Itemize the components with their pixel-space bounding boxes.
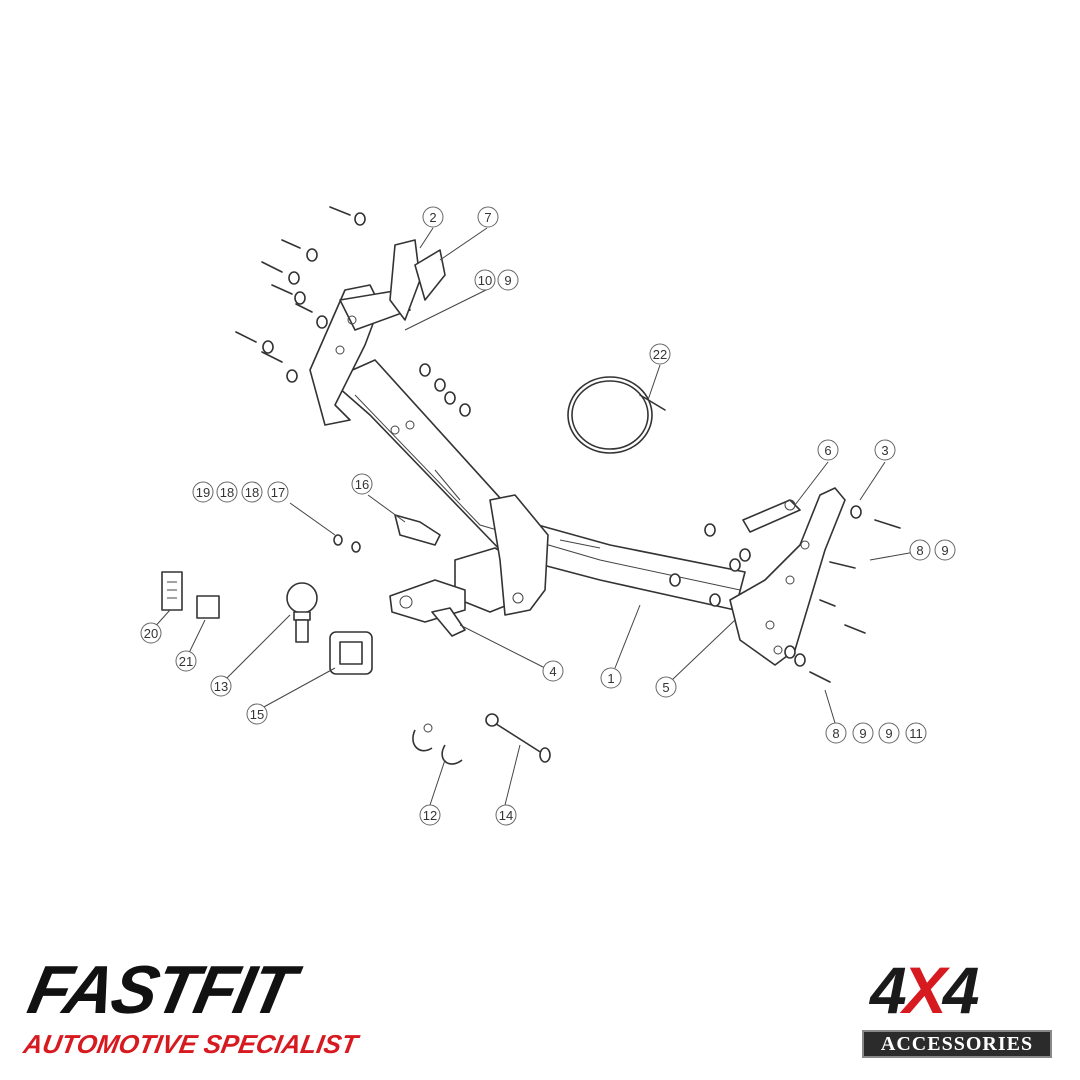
labels-decals	[161, 571, 220, 619]
callout-16: 16	[351, 473, 373, 495]
callout-7: 7	[477, 206, 499, 228]
callout-14: 14	[495, 804, 517, 826]
svg-text:18: 18	[220, 485, 234, 500]
svg-text:13: 13	[214, 679, 228, 694]
mark-x: X	[902, 953, 947, 1027]
svg-text:14: 14	[499, 808, 513, 823]
callout-19: 19	[192, 481, 214, 503]
svg-text:12: 12	[423, 808, 437, 823]
svg-text:9: 9	[885, 726, 892, 741]
callout-20: 20	[140, 622, 162, 644]
callout-22: 22	[649, 343, 671, 365]
svg-text:2: 2	[429, 210, 436, 225]
callout-13: 13	[210, 675, 232, 697]
svg-text:18: 18	[245, 485, 259, 500]
svg-text:4: 4	[549, 664, 556, 679]
svg-text:22: 22	[653, 347, 667, 362]
svg-text:21: 21	[179, 654, 193, 669]
svg-text:7: 7	[484, 210, 491, 225]
svg-text:5: 5	[662, 680, 669, 695]
svg-text:9: 9	[504, 273, 511, 288]
callout-9-top: 9	[497, 269, 519, 291]
fastfit-tagline: AUTOMOTIVE SPECIALIST	[21, 1029, 360, 1059]
4x4-mark: 4X4	[870, 953, 980, 1027]
callout-9-right: 9	[934, 539, 956, 561]
svg-text:19: 19	[196, 485, 210, 500]
callout-8-right: 8	[909, 539, 931, 561]
callout-4: 4	[542, 660, 564, 682]
left-mounting-bracket	[309, 239, 446, 435]
svg-text:15: 15	[250, 707, 264, 722]
callout-3: 3	[874, 439, 896, 461]
hitch-pin	[485, 713, 551, 763]
callout-15: 15	[246, 703, 268, 725]
callout-21: 21	[175, 650, 197, 672]
callout-17: 17	[267, 481, 289, 503]
4x4-accessories-logo: 4X4 ACCESSORIES	[860, 955, 1055, 1065]
callout-9-bottom-a: 9	[852, 722, 874, 744]
fastfit-wordmark: FASTFIT	[21, 952, 300, 1028]
callout-6: 6	[817, 439, 839, 461]
svg-text:20: 20	[144, 626, 158, 641]
svg-text:17: 17	[271, 485, 285, 500]
svg-text:3: 3	[881, 443, 888, 458]
right-mounting-bracket	[669, 487, 846, 666]
callout-18-a: 18	[216, 481, 238, 503]
svg-text:8: 8	[916, 543, 923, 558]
svg-text:11: 11	[909, 726, 923, 741]
svg-text:8: 8	[832, 726, 839, 741]
callout-8-bottom: 8	[825, 722, 847, 744]
mark-4-left: 4	[870, 953, 907, 1027]
tow-ball	[286, 582, 318, 643]
svg-text:1: 1	[607, 671, 614, 686]
callout-5: 5	[655, 676, 677, 698]
right-bolts	[784, 505, 901, 683]
callout-2: 2	[422, 206, 444, 228]
hitch-cover	[329, 631, 373, 675]
wiring-loop	[567, 376, 666, 454]
svg-text:6: 6	[824, 443, 831, 458]
receiver-hitch	[389, 494, 549, 637]
leader-lines	[151, 227, 916, 806]
shackles	[412, 723, 463, 765]
callout-18-b: 18	[241, 481, 263, 503]
left-bolts	[235, 206, 471, 417]
accessories-band: ACCESSORIES	[862, 1030, 1052, 1058]
callout-10: 10	[474, 269, 496, 291]
svg-text:10: 10	[478, 273, 492, 288]
callout-1: 1	[600, 667, 622, 689]
svg-text:9: 9	[941, 543, 948, 558]
svg-text:9: 9	[859, 726, 866, 741]
callout-12: 12	[419, 804, 441, 826]
callout-9-bottom-b: 9	[878, 722, 900, 744]
mark-4-right: 4	[942, 953, 980, 1027]
svg-text:16: 16	[355, 477, 369, 492]
callout-11: 11	[905, 722, 927, 744]
fastfit-logo: FASTFIT AUTOMOTIVE SPECIALIST	[20, 952, 380, 1065]
electrical-bracket	[333, 514, 441, 553]
